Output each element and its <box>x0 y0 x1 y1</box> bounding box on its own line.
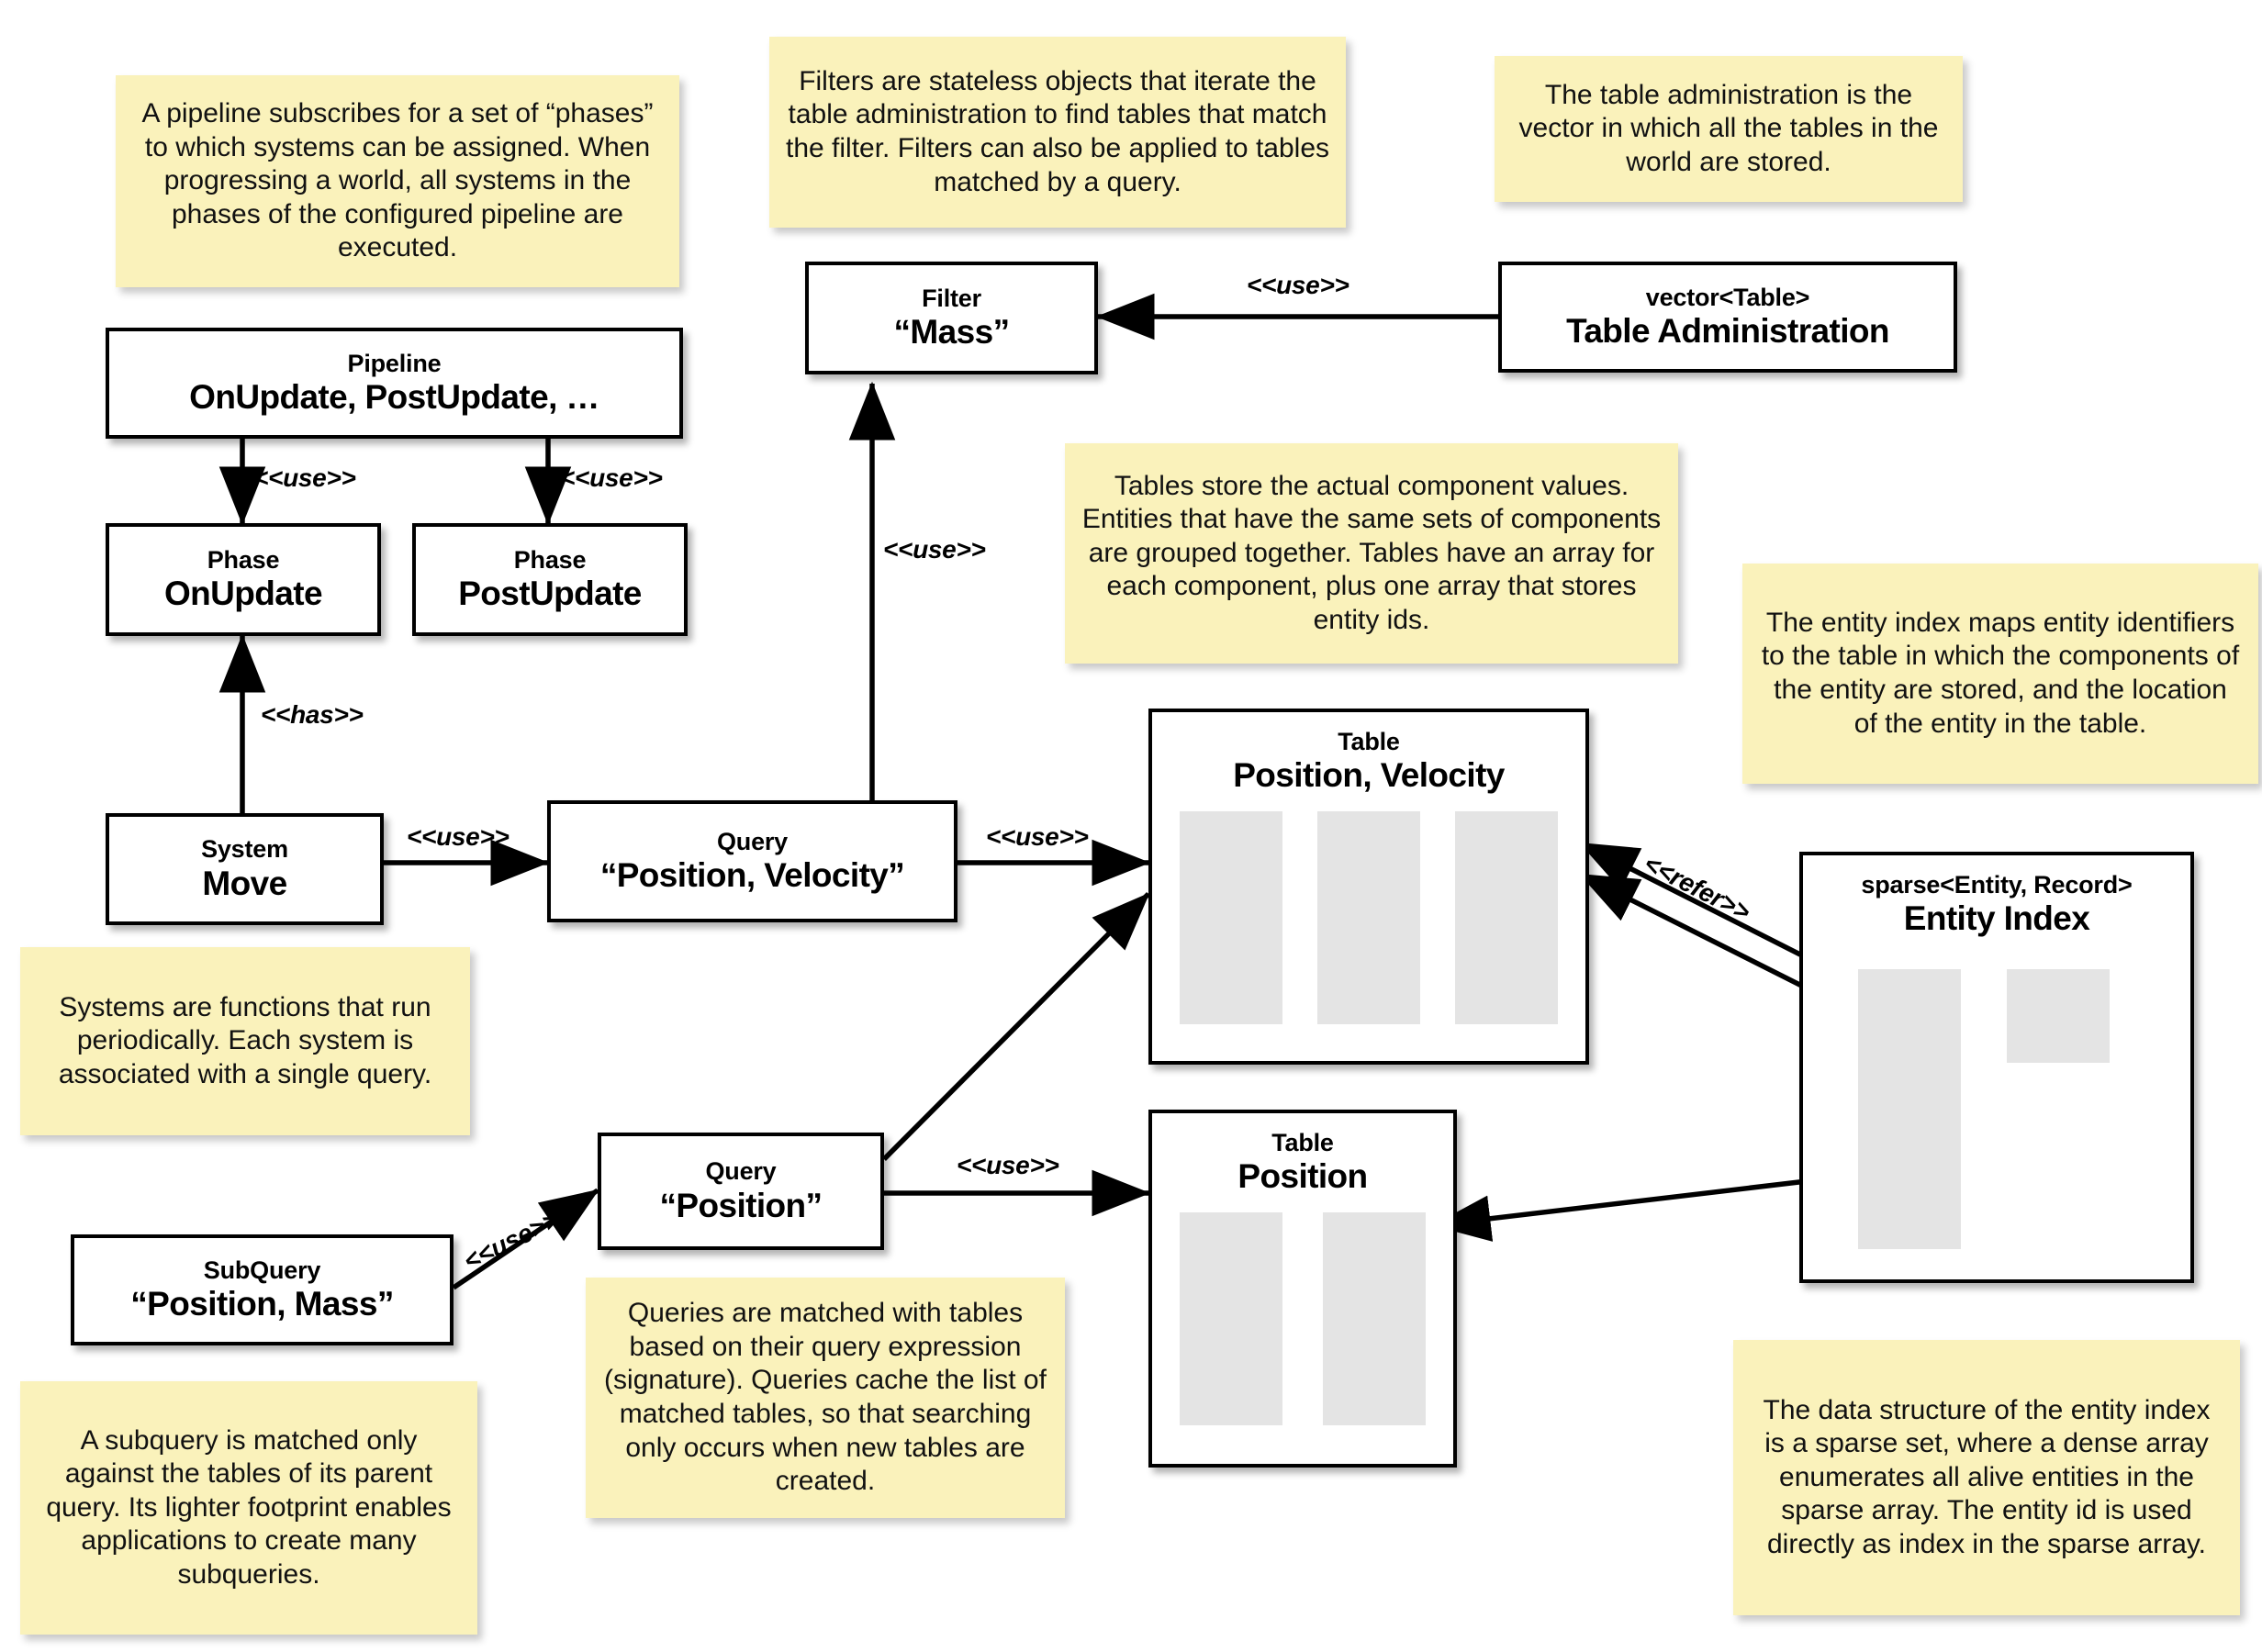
node-entity-index-name: Entity Index <box>1903 899 2090 938</box>
note-pipeline: A pipeline subscribes for a set of “phas… <box>116 75 679 287</box>
node-subquery-name: “Position, Mass” <box>130 1285 394 1323</box>
node-filter-stereotype: Filter <box>922 284 981 312</box>
note-sparse-set: The data structure of the entity index i… <box>1733 1340 2240 1615</box>
node-phase-postupdate-stereotype: Phase <box>513 545 587 574</box>
node-filter-mass[interactable]: Filter “Mass” <box>805 262 1098 374</box>
table-pv-array-1 <box>1180 811 1282 1024</box>
edge-label-query-p-uses-table: <<use>> <box>957 1151 1059 1179</box>
note-queries: Queries are matched with tables based on… <box>586 1278 1065 1518</box>
node-phase-onupdate-stereotype: Phase <box>207 545 280 574</box>
node-system-move-stereotype: System <box>201 835 288 864</box>
node-filter-name: “Mass” <box>893 313 1011 352</box>
edge-label-system-uses-query: <<use>> <box>407 822 510 851</box>
note-table-administration: The table administration is the vector i… <box>1495 56 1963 202</box>
node-table-p-stereotype: Table <box>1271 1129 1334 1156</box>
node-query-pv-stereotype: Query <box>716 827 789 855</box>
node-pipeline-name: OnUpdate, PostUpdate, … <box>189 378 599 417</box>
entity-index-sparse-array <box>1858 969 1961 1249</box>
node-table-position[interactable]: Table Position <box>1148 1110 1457 1468</box>
node-subquery-stereotype: SubQuery <box>203 1256 321 1284</box>
table-pv-arrays <box>1152 811 1585 1024</box>
node-table-position-velocity[interactable]: Table Position, Velocity <box>1148 709 1589 1065</box>
node-query-pv-name: “Position, Velocity” <box>599 856 905 895</box>
node-phase-onupdate[interactable]: Phase OnUpdate <box>106 523 381 636</box>
edge-label-index-refers-table: <<refer>> <box>1639 849 1755 927</box>
node-table-pv-stereotype: Table <box>1338 728 1400 755</box>
table-p-array-2 <box>1323 1212 1426 1425</box>
node-table-administration[interactable]: vector<Table> Table Administration <box>1498 262 1957 373</box>
edge-label-system-has-phase: <<has>> <box>261 700 364 729</box>
node-entity-index[interactable]: sparse<Entity, Record> Entity Index <box>1799 852 2194 1283</box>
edge-label-query-uses-filter: <<use>> <box>883 535 986 564</box>
table-p-arrays <box>1152 1212 1453 1425</box>
edge-label-admin-uses-filter: <<use>> <box>1247 271 1349 299</box>
edge-label-subquery-uses-query: <<use>> <box>459 1205 564 1276</box>
note-systems: Systems are functions that run periodica… <box>20 947 470 1135</box>
edge-query-p-to-table-pv <box>882 892 1150 1161</box>
node-table-p-name: Position <box>1237 1157 1368 1196</box>
table-pv-array-2 <box>1317 811 1420 1024</box>
edge-index-to-table-p <box>1431 1177 1823 1242</box>
note-entity-index: The entity index maps entity identifiers… <box>1742 564 2258 784</box>
node-subquery-position-mass[interactable]: SubQuery “Position, Mass” <box>71 1234 454 1345</box>
edge-label-query-pv-uses-table: <<use>> <box>986 822 1089 851</box>
table-p-array-1 <box>1180 1212 1282 1425</box>
entity-index-dense-array <box>2007 969 2110 1063</box>
node-entity-index-stereotype: sparse<Entity, Record> <box>1861 871 2133 899</box>
node-pipeline-stereotype: Pipeline <box>347 349 442 377</box>
note-subquery: A subquery is matched only against the t… <box>20 1381 477 1635</box>
node-system-move[interactable]: System Move <box>106 813 384 925</box>
note-filter: Filters are stateless objects that itera… <box>769 37 1346 228</box>
node-table-admin-stereotype: vector<Table> <box>1645 283 1810 311</box>
node-table-pv-name: Position, Velocity <box>1233 756 1505 795</box>
node-phase-onupdate-name: OnUpdate <box>164 575 323 613</box>
node-query-position-velocity[interactable]: Query “Position, Velocity” <box>547 800 957 922</box>
node-query-p-stereotype: Query <box>705 1157 777 1186</box>
node-phase-postupdate-name: PostUpdate <box>458 575 642 613</box>
note-tables: Tables store the actual component values… <box>1065 443 1678 664</box>
edge-label-pipeline-postupdate: <<use>> <box>560 463 663 492</box>
node-table-admin-name: Table Administration <box>1566 312 1889 351</box>
node-query-p-name: “Position” <box>659 1186 823 1224</box>
node-query-position[interactable]: Query “Position” <box>598 1133 884 1250</box>
table-pv-array-3 <box>1455 811 1558 1024</box>
node-phase-postupdate[interactable]: Phase PostUpdate <box>412 523 688 636</box>
node-pipeline[interactable]: Pipeline OnUpdate, PostUpdate, … <box>106 328 683 439</box>
edge-label-pipeline-onupdate: <<use>> <box>253 463 356 492</box>
node-system-move-name: Move <box>202 864 287 902</box>
